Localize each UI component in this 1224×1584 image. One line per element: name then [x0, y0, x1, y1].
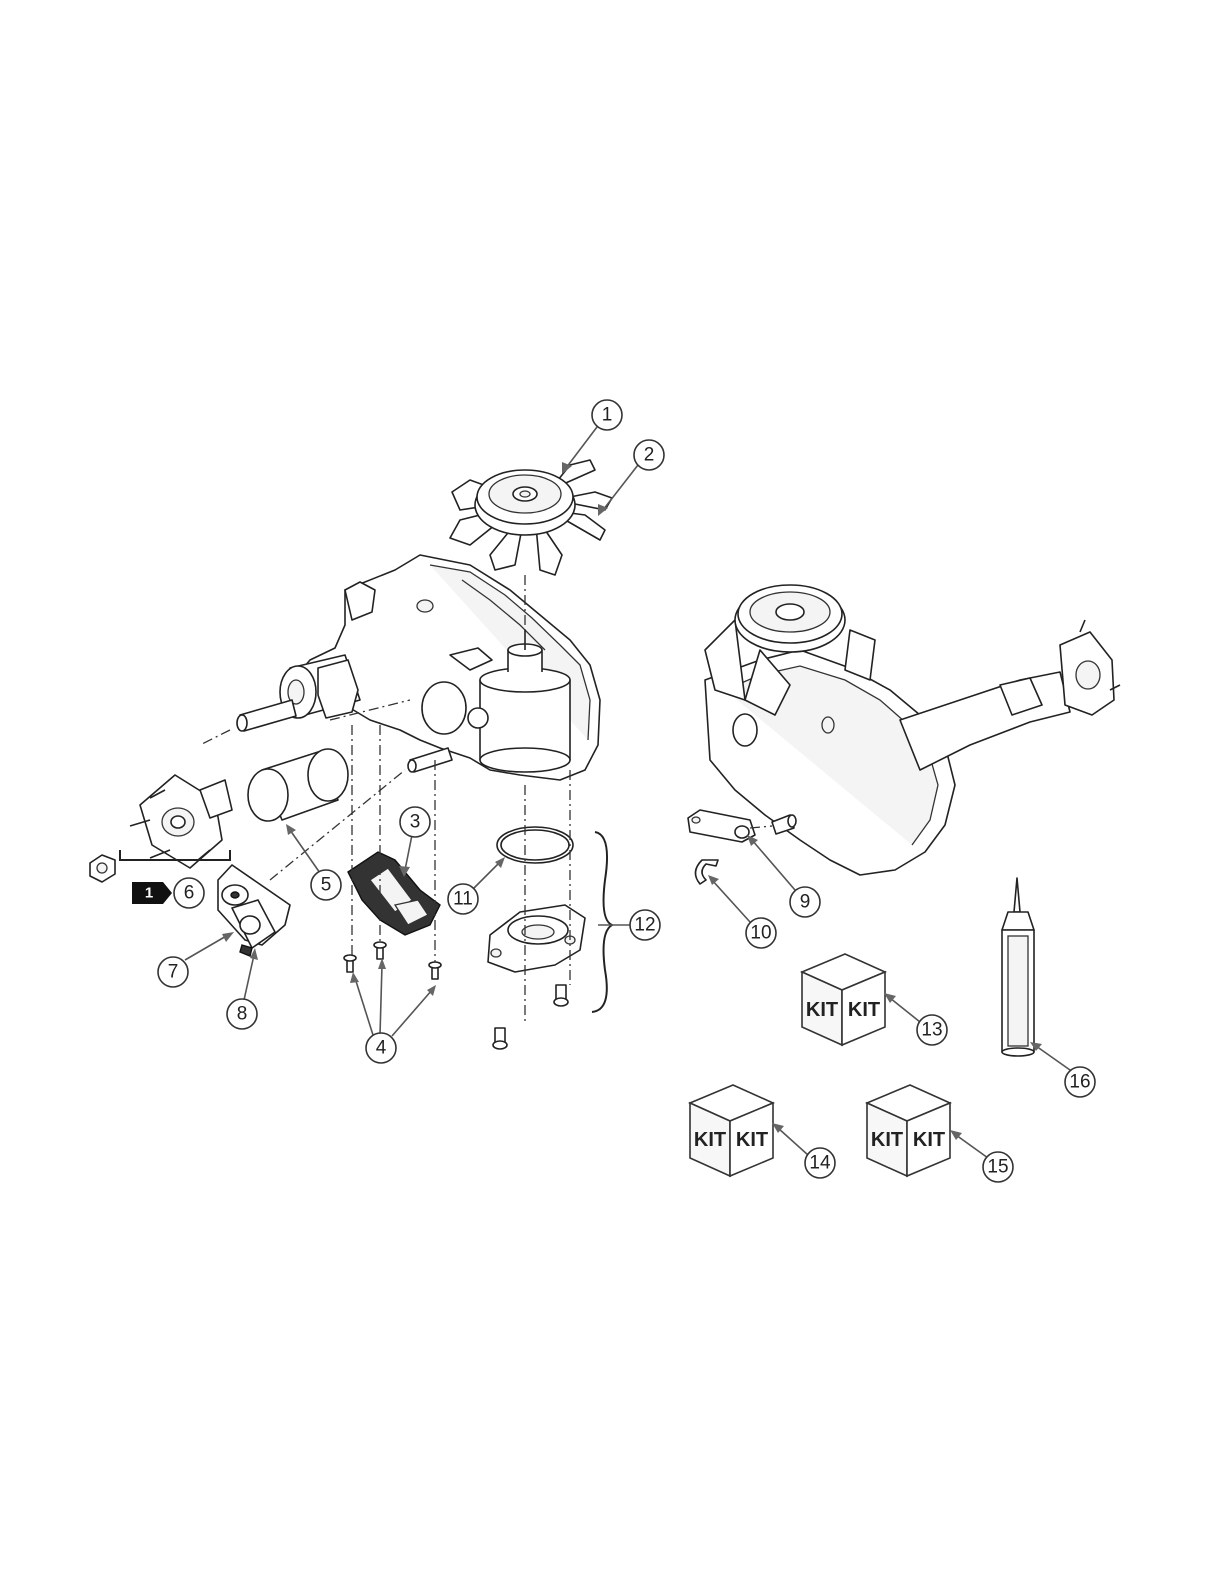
callout-13: 13 [917, 1015, 947, 1045]
reference-tag: 1 [132, 882, 172, 904]
kit-label: KIT [694, 1129, 726, 1151]
callout-14: 14 [805, 1148, 835, 1178]
callout-label: 7 [168, 962, 179, 983]
callout-15: 15 [983, 1152, 1013, 1182]
callout-label: 5 [321, 875, 332, 896]
callout-6: 6 [174, 878, 204, 908]
callout-4: 4 [366, 1033, 396, 1063]
callout-1: 1 [592, 400, 622, 430]
callout-12: 12 [630, 910, 660, 940]
callout-5: 5 [311, 870, 341, 900]
callout-9: 9 [790, 887, 820, 917]
callout-7: 7 [158, 957, 188, 987]
kit-label: KIT [806, 999, 838, 1021]
shift-bracket [348, 852, 440, 935]
o-ring [497, 827, 573, 863]
callout-label: 11 [453, 889, 473, 910]
callout-label: 10 [750, 923, 771, 944]
callout-label: 16 [1069, 1072, 1090, 1093]
axle-bearing [248, 749, 348, 821]
kit-label: KIT [848, 999, 880, 1021]
callout-label: 9 [800, 892, 811, 913]
wheel-hub [90, 775, 232, 882]
brake-arm [218, 865, 290, 956]
callout-3: 3 [400, 807, 430, 837]
kit-box-14: KIT KIT [690, 1085, 773, 1176]
reference-tag-label: 1 [145, 885, 153, 902]
kit-box-15: KIT KIT [867, 1085, 950, 1176]
callout-label: 14 [809, 1153, 831, 1174]
transaxle-right-assembly [705, 585, 1120, 875]
callout-label: 8 [237, 1004, 248, 1025]
sealant-tube [1002, 878, 1034, 1056]
callout-label: 4 [376, 1038, 387, 1059]
callout-16: 16 [1065, 1067, 1095, 1097]
kit-box-13: KIT KIT [802, 954, 885, 1045]
callout-label: 15 [987, 1157, 1008, 1178]
callout-label: 13 [921, 1020, 942, 1041]
transaxle-left-assembly [237, 555, 600, 780]
callout-label: 6 [184, 883, 195, 904]
callout-8: 8 [227, 999, 257, 1029]
kit-label: KIT [913, 1129, 945, 1151]
housing-kit-brace [592, 832, 612, 1012]
kit-label: KIT [736, 1129, 768, 1151]
callout-11: 11 [448, 884, 478, 914]
callout-10: 10 [746, 918, 776, 948]
kit-label: KIT [871, 1129, 903, 1151]
callout-label: 1 [602, 405, 613, 426]
callout-label: 3 [410, 812, 421, 833]
callout-label: 12 [634, 915, 655, 936]
callout-label: 2 [644, 445, 655, 466]
screws [344, 942, 441, 979]
callout-2: 2 [634, 440, 664, 470]
drive-pulley [475, 470, 575, 535]
